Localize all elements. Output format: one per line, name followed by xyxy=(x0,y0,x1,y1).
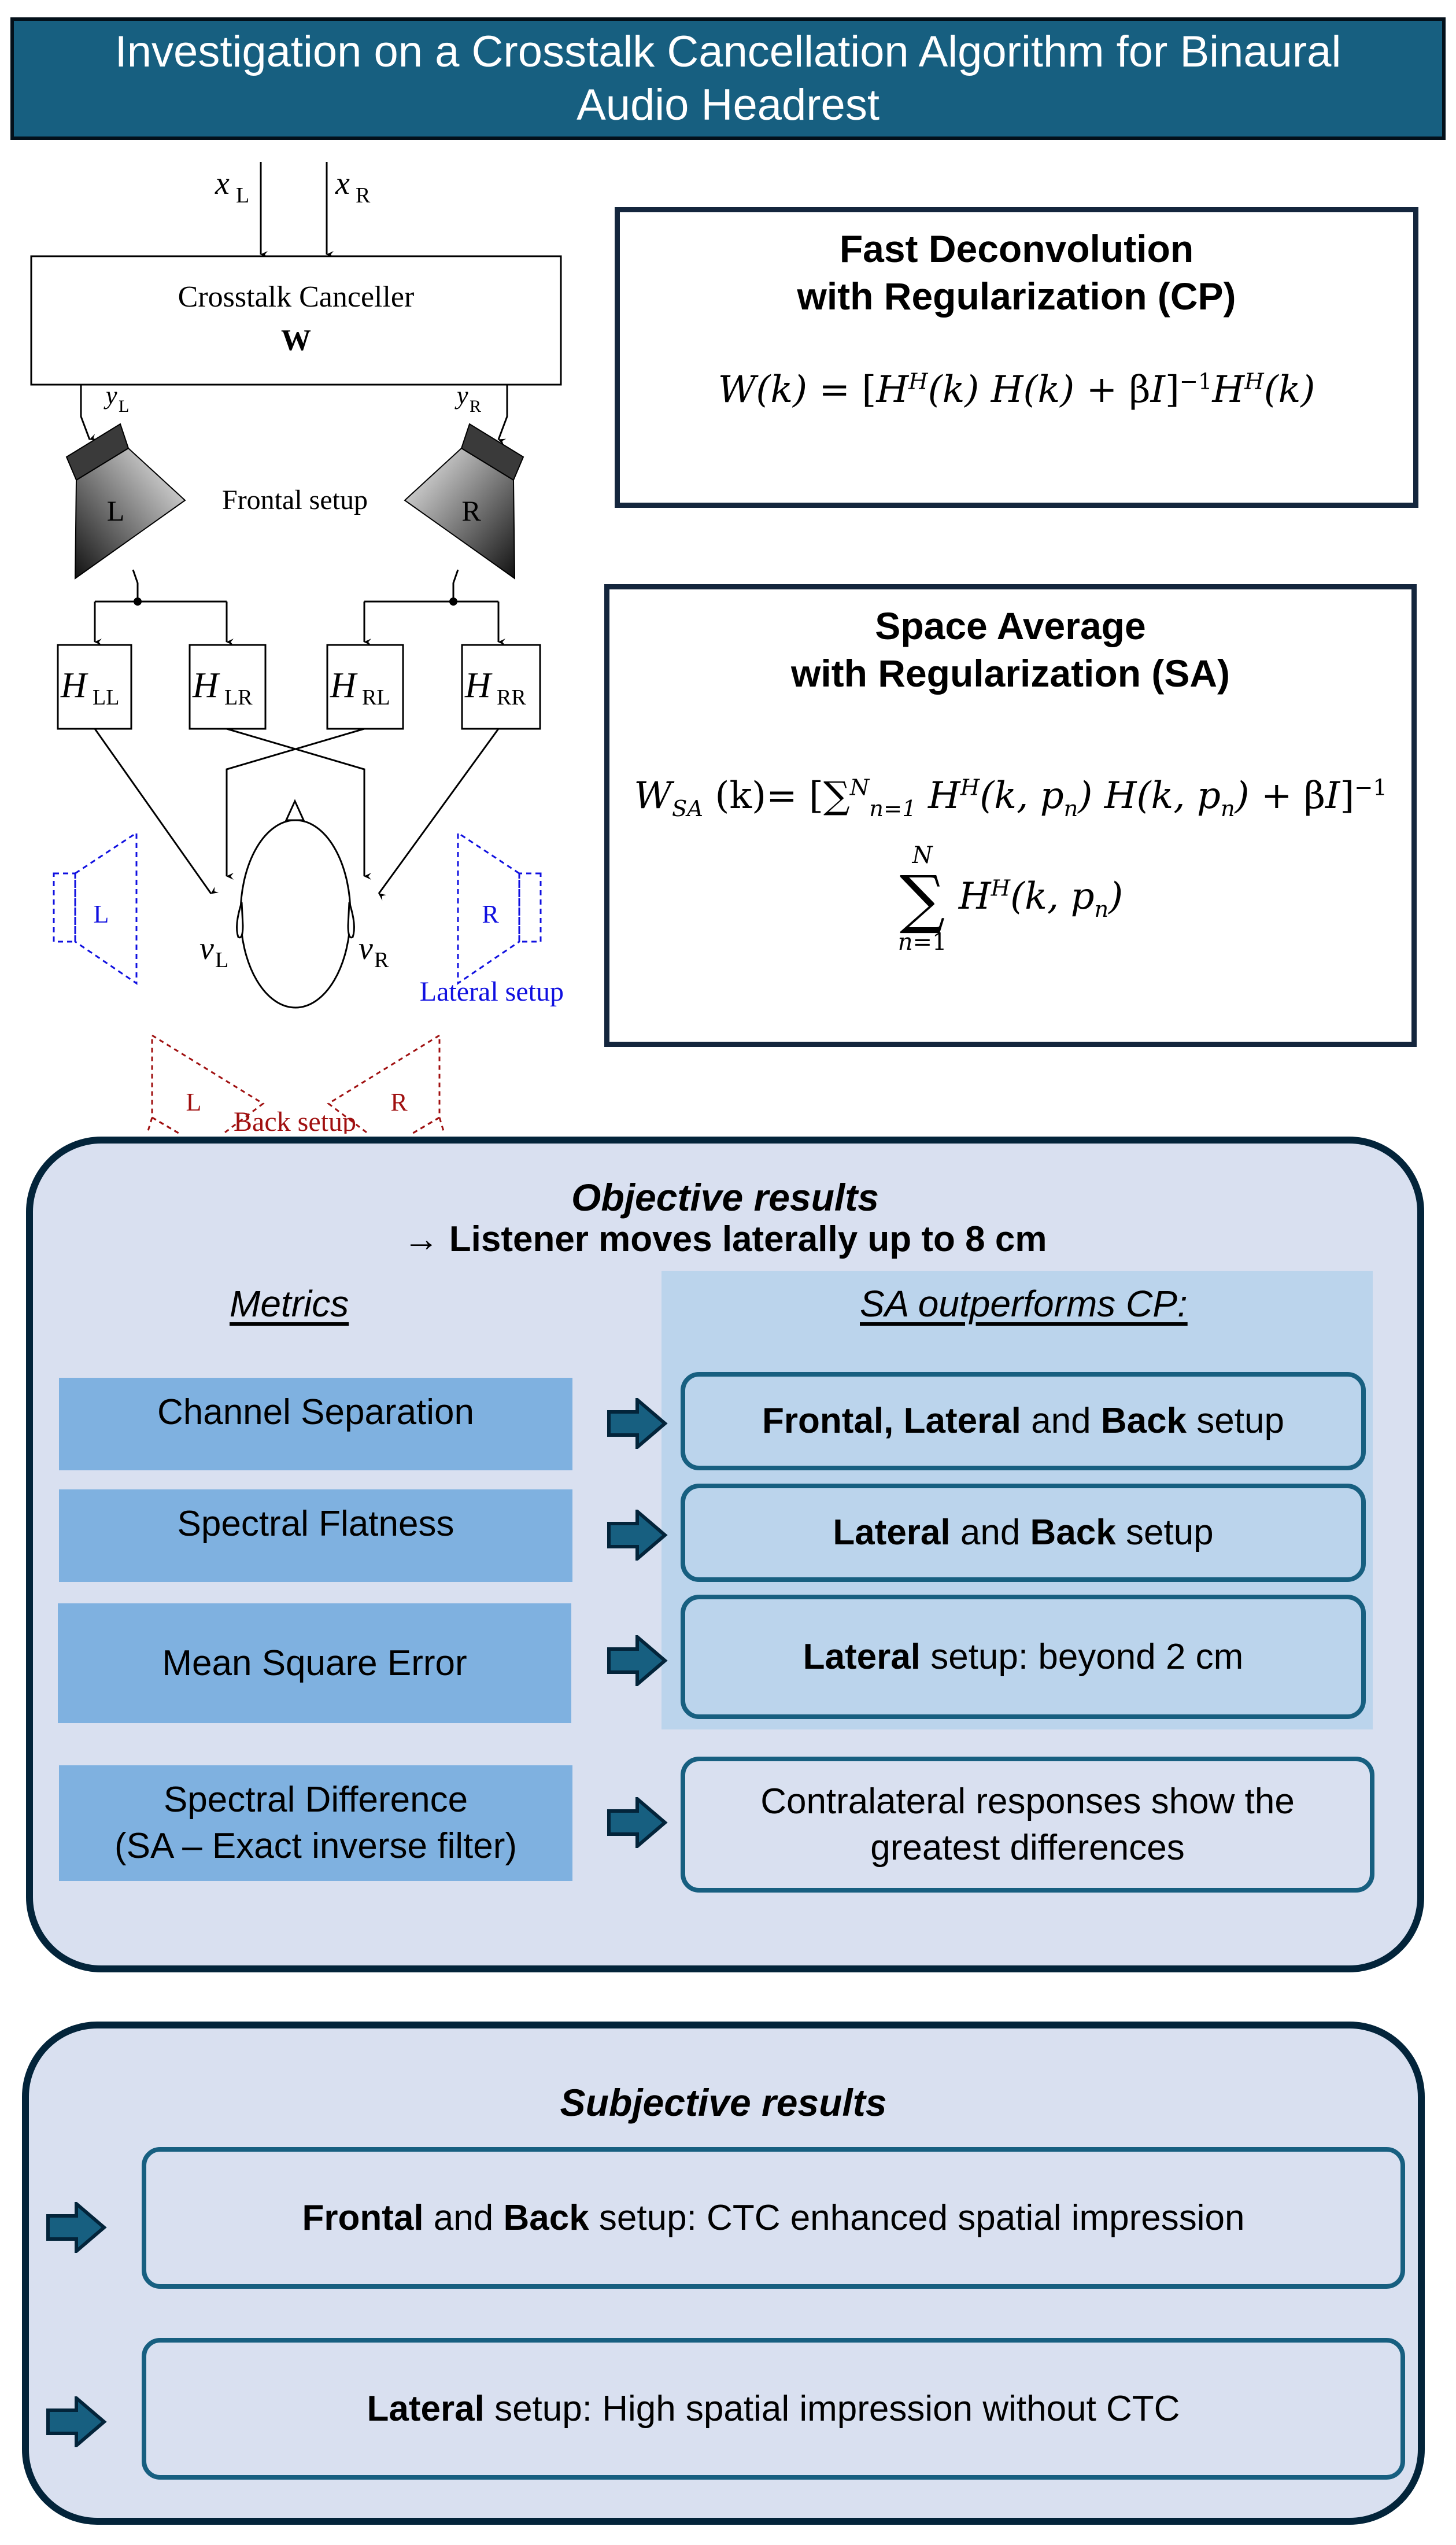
arrow-icon xyxy=(46,2202,107,2253)
h-box-rr: H RR xyxy=(461,644,541,730)
result-channel-separation: Frontal, Lateral and Back setup xyxy=(681,1372,1366,1470)
canceller-symbol: W xyxy=(281,324,311,357)
arrow-icon xyxy=(46,2396,107,2447)
metric-spectral-flatness: Spectral Flatness xyxy=(59,1489,572,1582)
sa-title: Space Average with Regularization (SA) xyxy=(791,604,1230,695)
svg-text:H: H xyxy=(330,666,358,705)
back-left-label: L xyxy=(186,1088,202,1116)
svg-text:y: y xyxy=(104,381,117,410)
svg-text:L: L xyxy=(107,495,125,527)
back-setup-label: Back setup xyxy=(234,1106,356,1134)
svg-text:R: R xyxy=(461,495,481,527)
svg-text:H: H xyxy=(60,666,88,705)
metric-channel-separation: Channel Separation xyxy=(59,1378,572,1470)
arrow-icon xyxy=(607,1510,668,1561)
result-mean-square-error: Lateral setup: beyond 2 cm xyxy=(681,1595,1366,1719)
svg-text:v: v xyxy=(199,931,214,967)
svg-text:R: R xyxy=(470,397,481,416)
svg-text:R: R xyxy=(356,183,371,208)
svg-text:RL: RL xyxy=(362,685,390,710)
objective-subtitle: → Listener moves laterally up to 8 cm xyxy=(403,1219,1047,1259)
metric-mean-square-error: Mean Square Error xyxy=(58,1603,571,1723)
arrow-icon xyxy=(607,1635,668,1686)
sa-formula-line1: WSA (k)= [∑Nn=1 HH(k, pn) H(k, pn) + βI]… xyxy=(634,774,1387,822)
lateral-right-label: R xyxy=(482,900,499,928)
metrics-header: Metrics xyxy=(230,1283,349,1325)
subjective-title: Subjective results xyxy=(560,2081,887,2124)
crosstalk-canceller-box xyxy=(30,255,562,386)
input-left: x L xyxy=(215,165,249,208)
junction-right xyxy=(449,597,457,606)
objective-results-panel: Objective results → Listener moves later… xyxy=(26,1137,1424,1972)
svg-text:LL: LL xyxy=(93,685,119,710)
svg-text:x: x xyxy=(215,165,230,201)
svg-text:R: R xyxy=(374,948,389,972)
result-spectral-difference: Contralateral responses show the greates… xyxy=(681,1757,1374,1893)
metric-spectral-difference: Spectral Difference (SA – Exact inverse … xyxy=(59,1765,572,1881)
svg-text:v: v xyxy=(359,931,373,967)
svg-text:H: H xyxy=(464,666,493,705)
svg-text:H: H xyxy=(192,666,220,705)
canceller-label: Crosstalk Canceller xyxy=(178,281,415,313)
output-left-line xyxy=(80,385,98,441)
frontal-speaker-right: R xyxy=(404,423,524,580)
svg-text:L: L xyxy=(215,948,228,972)
sa-formula-line2: N ∑ n=1 HH(k, pn) xyxy=(897,842,1124,956)
cp-formula-box: Fast Deconvolution with Regularization (… xyxy=(615,207,1418,508)
sa-formula-box: Space Average with Regularization (SA) W… xyxy=(604,584,1417,1047)
svg-text:y: y xyxy=(454,381,468,410)
subjective-results-panel: Subjective results Frontal and Back setu… xyxy=(22,2022,1425,2525)
acoustic-paths xyxy=(94,728,500,901)
sa-outperforms-header: SA outperforms CP: xyxy=(860,1283,1188,1325)
distribution-lines xyxy=(94,569,505,646)
back-right-label: R xyxy=(390,1088,408,1116)
h-box-lr: H LR xyxy=(189,644,267,730)
title-banner: Investigation on a Crosstalk Cancellatio… xyxy=(10,17,1446,140)
back-speaker-left xyxy=(146,1034,265,1134)
lateral-speaker-right xyxy=(457,831,542,985)
output-right-label: y R xyxy=(454,381,481,416)
subjective-item-frontal-back: Frontal and Back setup: CTC enhanced spa… xyxy=(142,2147,1405,2289)
svg-text:x: x xyxy=(335,165,350,201)
svg-text:RR: RR xyxy=(497,685,526,710)
h-box-rl: H RL xyxy=(326,644,404,730)
objective-title: Objective results xyxy=(571,1176,879,1219)
listener-head xyxy=(236,799,355,1009)
junction-left xyxy=(134,597,142,606)
cp-title: Fast Deconvolution with Regularization (… xyxy=(797,227,1236,318)
input-right: x R xyxy=(335,165,371,208)
poster-title: Investigation on a Crosstalk Cancellatio… xyxy=(114,27,1342,130)
frontal-speaker-left: L xyxy=(65,423,186,580)
svg-text:L: L xyxy=(236,183,249,208)
subjective-item-lateral: Lateral setup: High spatial impression w… xyxy=(142,2338,1405,2480)
back-speaker-right xyxy=(327,1034,446,1134)
cp-formula: W(k) = [HH(k) H(k) + βI]−1HH(k) xyxy=(718,368,1315,411)
result-spectral-flatness: Lateral and Back setup xyxy=(681,1484,1366,1582)
arrow-icon xyxy=(607,1398,668,1449)
output-left-label: y L xyxy=(104,381,129,416)
h-box-ll: H LL xyxy=(57,644,132,730)
output-right-line xyxy=(497,385,508,445)
ear-right-label: v R xyxy=(359,931,389,972)
svg-text:LR: LR xyxy=(224,685,253,710)
lateral-speaker-left xyxy=(53,831,138,985)
ear-left-label: v L xyxy=(199,931,228,972)
arrow-icon xyxy=(607,1797,668,1848)
lateral-setup-label: Lateral setup xyxy=(420,976,564,1007)
crosstalk-diagram: x L x R Crosstalk Canceller W y L y R L … xyxy=(30,162,564,1134)
lateral-left-label: L xyxy=(94,900,109,928)
frontal-setup-label: Frontal setup xyxy=(222,485,368,515)
svg-text:L: L xyxy=(119,397,129,416)
